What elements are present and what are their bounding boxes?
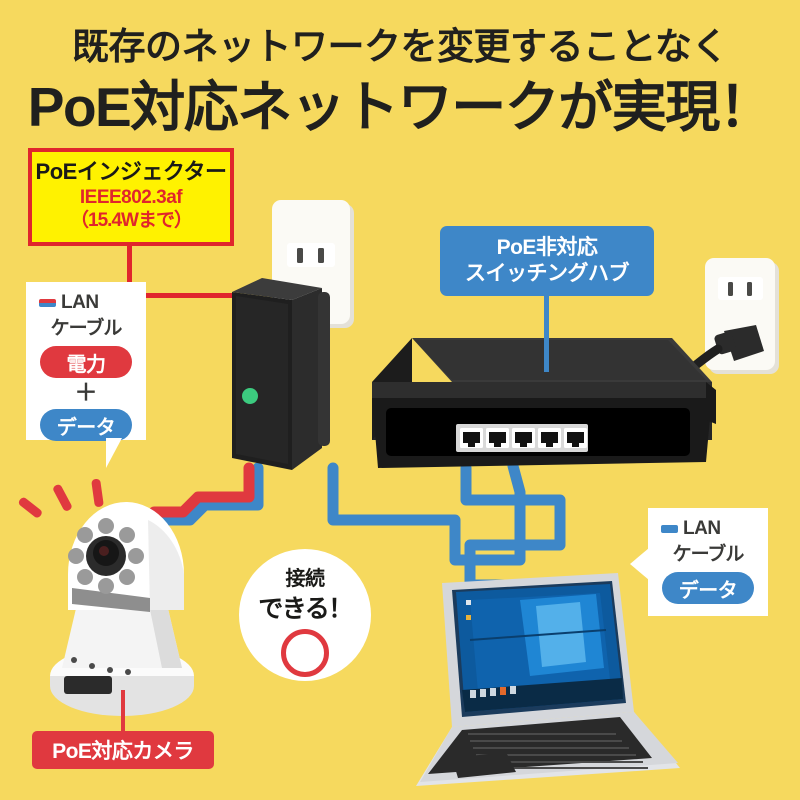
callout-lan-data-tail bbox=[630, 548, 649, 580]
hub-rj45-ports bbox=[460, 428, 587, 448]
poe-injector bbox=[232, 278, 330, 470]
lan-data-legend-row: LAN bbox=[648, 508, 768, 540]
callout-connect-ok: 接続 できる！ bbox=[239, 549, 371, 681]
pill-data-right: データ bbox=[662, 572, 754, 604]
lan-subtitle: ケーブル bbox=[50, 318, 123, 339]
injector-pointer-vertical bbox=[127, 246, 132, 298]
cable-injector-to-hub bbox=[327, 460, 526, 566]
lan-legend-row: LAN bbox=[26, 282, 146, 314]
injector-pointer-horizontal bbox=[127, 293, 232, 298]
lan-data-title: LAN bbox=[683, 518, 721, 539]
injector-wattage: （15.4Wまで） bbox=[70, 210, 193, 231]
pill-data: データ bbox=[40, 409, 132, 441]
headline-line1: 既存のネットワークを変更することなく bbox=[72, 26, 728, 67]
lan-data-subtitle: ケーブル bbox=[672, 544, 745, 565]
plus-sign: ＋ bbox=[74, 379, 98, 405]
callout-lan-power-data: LAN ケーブル 電力 ＋ データ bbox=[26, 282, 146, 441]
switching-hub bbox=[372, 338, 716, 468]
callout-poe-injector: PoEインジェクター IEEE802.3af （15.4Wまで） bbox=[28, 148, 234, 246]
keyboard-keys bbox=[468, 733, 648, 769]
legend-dash-data-icon bbox=[661, 525, 678, 533]
connect-ok-line1: 接続 bbox=[285, 568, 326, 590]
callout-lan-power-data-tail bbox=[106, 438, 122, 468]
pill-power: 電力 bbox=[40, 346, 132, 378]
hub-title-line2: スイッチングハブ bbox=[465, 262, 630, 285]
injector-standard: IEEE802.3af bbox=[79, 187, 183, 208]
camera-label-pointer bbox=[121, 690, 125, 734]
circle-mark-icon bbox=[281, 629, 329, 677]
lan-title: LAN bbox=[61, 292, 99, 313]
hub-pointer-line bbox=[544, 296, 549, 372]
hub-title-line1: PoE非対応 bbox=[496, 236, 598, 259]
headline-line2: PoE対応ネットワークが実現！ bbox=[27, 76, 774, 138]
laptop-pc bbox=[416, 573, 680, 786]
injector-title: PoEインジェクター bbox=[35, 159, 227, 184]
callout-switching-hub: PoE非対応 スイッチングハブ bbox=[440, 226, 654, 296]
camera-shine-lines bbox=[18, 478, 104, 518]
connect-ok-line2: できる！ bbox=[258, 595, 353, 623]
poe-camera bbox=[18, 478, 194, 716]
callout-lan-data: LAN ケーブル データ bbox=[648, 508, 768, 616]
injector-led bbox=[242, 388, 258, 404]
legend-dash-power-data-icon bbox=[39, 299, 56, 307]
camera-label-text: PoE対応カメラ bbox=[52, 740, 194, 763]
label-poe-camera: PoE対応カメラ bbox=[32, 731, 214, 769]
